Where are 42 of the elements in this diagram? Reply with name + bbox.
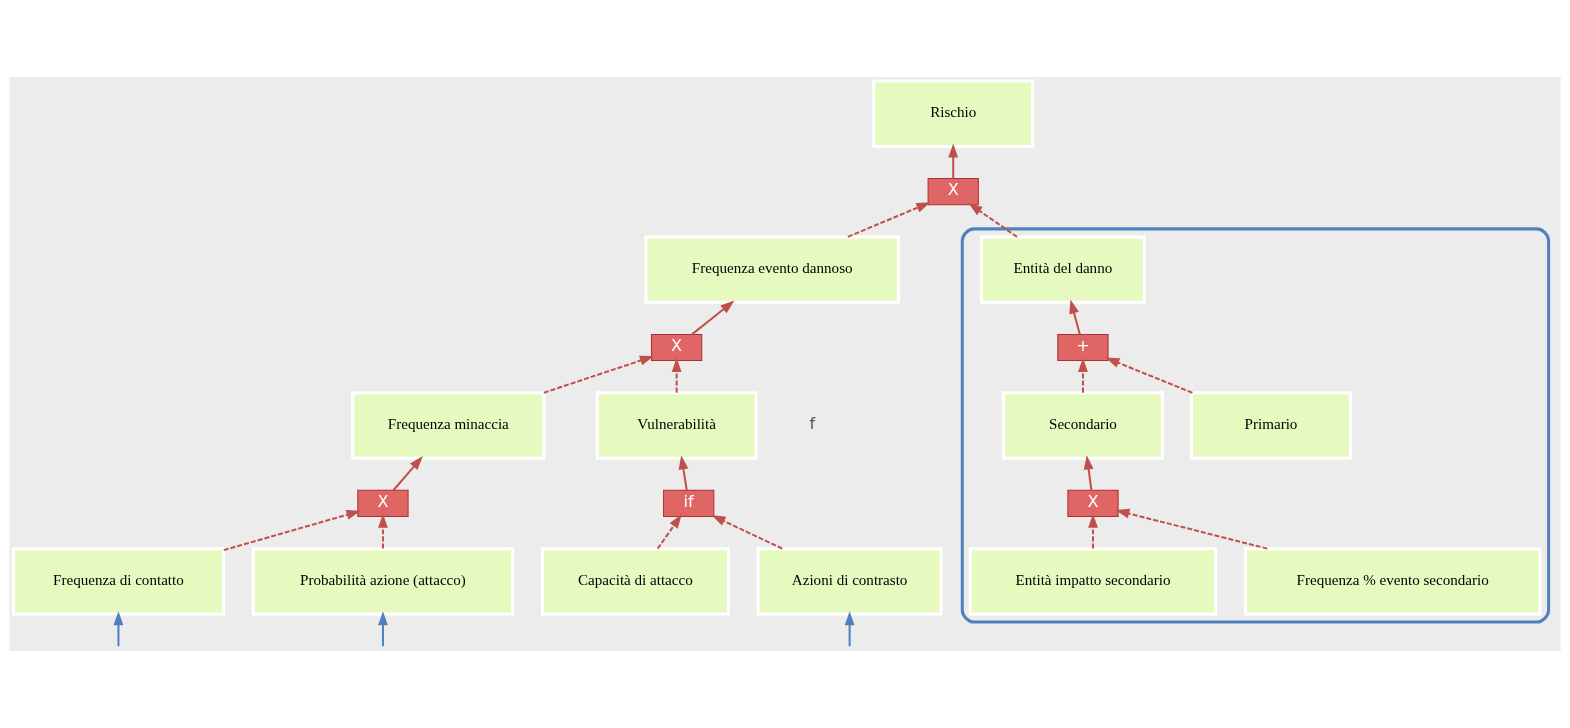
node-box: Azioni di contrasto	[756, 547, 943, 616]
arrow	[543, 355, 654, 394]
cluster	[960, 227, 1551, 624]
arrow	[223, 510, 361, 552]
arrow	[671, 357, 682, 393]
arrow	[1105, 357, 1193, 394]
arrow	[1088, 513, 1098, 549]
arrow	[1069, 299, 1081, 335]
node-box: Frequenza di contatto	[11, 547, 226, 616]
arrow	[968, 203, 1018, 238]
node-box: Secondario	[1002, 391, 1164, 460]
node-box: X	[651, 333, 703, 362]
arrow	[844, 611, 855, 647]
arrow	[691, 300, 735, 336]
node-box: Rischio	[872, 79, 1035, 148]
node-box: Vulnerabilità	[595, 391, 758, 460]
node-box: Capacità di attacco	[540, 547, 730, 616]
arrow	[113, 611, 124, 647]
arrow	[711, 515, 783, 550]
node-box: Probabilità azione (attacco)	[251, 547, 515, 616]
label: f	[809, 414, 816, 434]
arrow	[1115, 508, 1268, 550]
arrow	[678, 455, 689, 491]
arrow	[378, 513, 388, 549]
node-box: X	[1067, 489, 1119, 517]
arrow	[656, 514, 682, 550]
arrow	[378, 611, 388, 647]
arrow	[392, 456, 423, 491]
node-box: X	[927, 178, 979, 206]
node-box: Frequenza evento dannoso	[644, 235, 900, 304]
node-box: Frequenza minaccia	[351, 391, 546, 460]
node-box: X	[357, 489, 409, 517]
arrow	[1083, 455, 1094, 491]
node-box: Primario	[1190, 391, 1352, 460]
node-box: Entità impatto secondario	[968, 547, 1218, 616]
arrow	[1078, 357, 1088, 393]
arrow	[847, 202, 931, 238]
node-box: +	[1057, 333, 1109, 362]
node-box: Entità del danno	[979, 235, 1146, 304]
arrow	[948, 143, 959, 179]
node-box: Frequenza % evento secondario	[1243, 547, 1542, 616]
node-box: if	[663, 489, 715, 517]
